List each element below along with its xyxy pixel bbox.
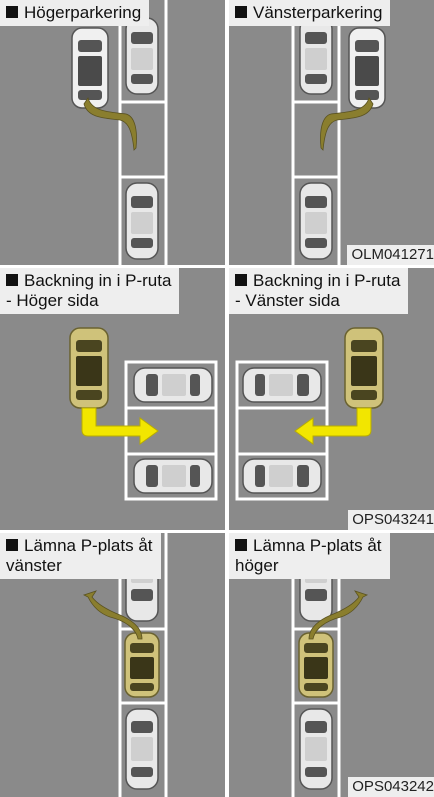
parked-car-icon bbox=[125, 17, 159, 95]
bullet-square-icon bbox=[6, 539, 18, 551]
parked-car-icon bbox=[299, 17, 333, 95]
parked-car-icon bbox=[242, 367, 322, 403]
reverse-right-illustration bbox=[69, 327, 218, 501]
parked-car-icon bbox=[133, 458, 213, 494]
reverse-left-illustration bbox=[235, 327, 384, 501]
label-reverse-right: Backning in i P-ruta- Höger sida bbox=[0, 268, 180, 314]
bullet-square-icon bbox=[235, 6, 247, 18]
moving-car-icon bbox=[71, 27, 109, 109]
path-arrow-icon bbox=[83, 97, 137, 151]
parked-car-icon bbox=[133, 367, 213, 403]
figure-code: OLM041271 bbox=[347, 245, 434, 265]
parked-car-icon bbox=[125, 708, 159, 790]
parked-car-icon bbox=[125, 182, 159, 260]
parked-car-icon bbox=[299, 708, 333, 790]
highlighted-car-icon bbox=[344, 327, 384, 409]
label-right-parking: Högerparkering bbox=[0, 0, 150, 26]
left-parking-illustration bbox=[291, 0, 386, 265]
right-parking-illustration bbox=[71, 0, 168, 265]
highlighted-car-icon bbox=[298, 632, 334, 698]
bullet-square-icon bbox=[235, 539, 247, 551]
panel-reverse-right: Backning in i P-ruta- Höger sida bbox=[0, 268, 225, 530]
label-left-parking: Vänsterparkering bbox=[229, 0, 391, 26]
moving-car-icon bbox=[348, 27, 386, 109]
highlighted-car-icon bbox=[69, 327, 109, 409]
figure-code: OPS043241 bbox=[348, 510, 434, 530]
parked-car-icon bbox=[242, 458, 322, 494]
panel-right-parking: Högerparkering bbox=[0, 0, 225, 265]
label-reverse-left: Backning in i P-ruta- Vänster sida bbox=[229, 268, 409, 314]
bullet-square-icon bbox=[235, 274, 247, 286]
path-arrow-icon bbox=[320, 97, 374, 151]
highlighted-car-icon bbox=[124, 632, 160, 698]
figure-code: OPS043242 bbox=[348, 777, 434, 797]
panel-reverse-left: Backning in i P-ruta- Vänster sida OPS04… bbox=[229, 268, 434, 530]
bullet-square-icon bbox=[6, 274, 18, 286]
parked-car-icon bbox=[299, 182, 333, 260]
panel-left-parking: Vänsterparkering OLM041271 bbox=[229, 0, 434, 265]
path-arrow-icon bbox=[308, 590, 369, 640]
reverse-arrow-icon bbox=[81, 407, 159, 445]
reverse-arrow-icon bbox=[294, 407, 372, 445]
leave-left-illustration bbox=[82, 533, 168, 797]
bullet-square-icon bbox=[6, 6, 18, 18]
path-arrow-icon bbox=[82, 590, 143, 640]
